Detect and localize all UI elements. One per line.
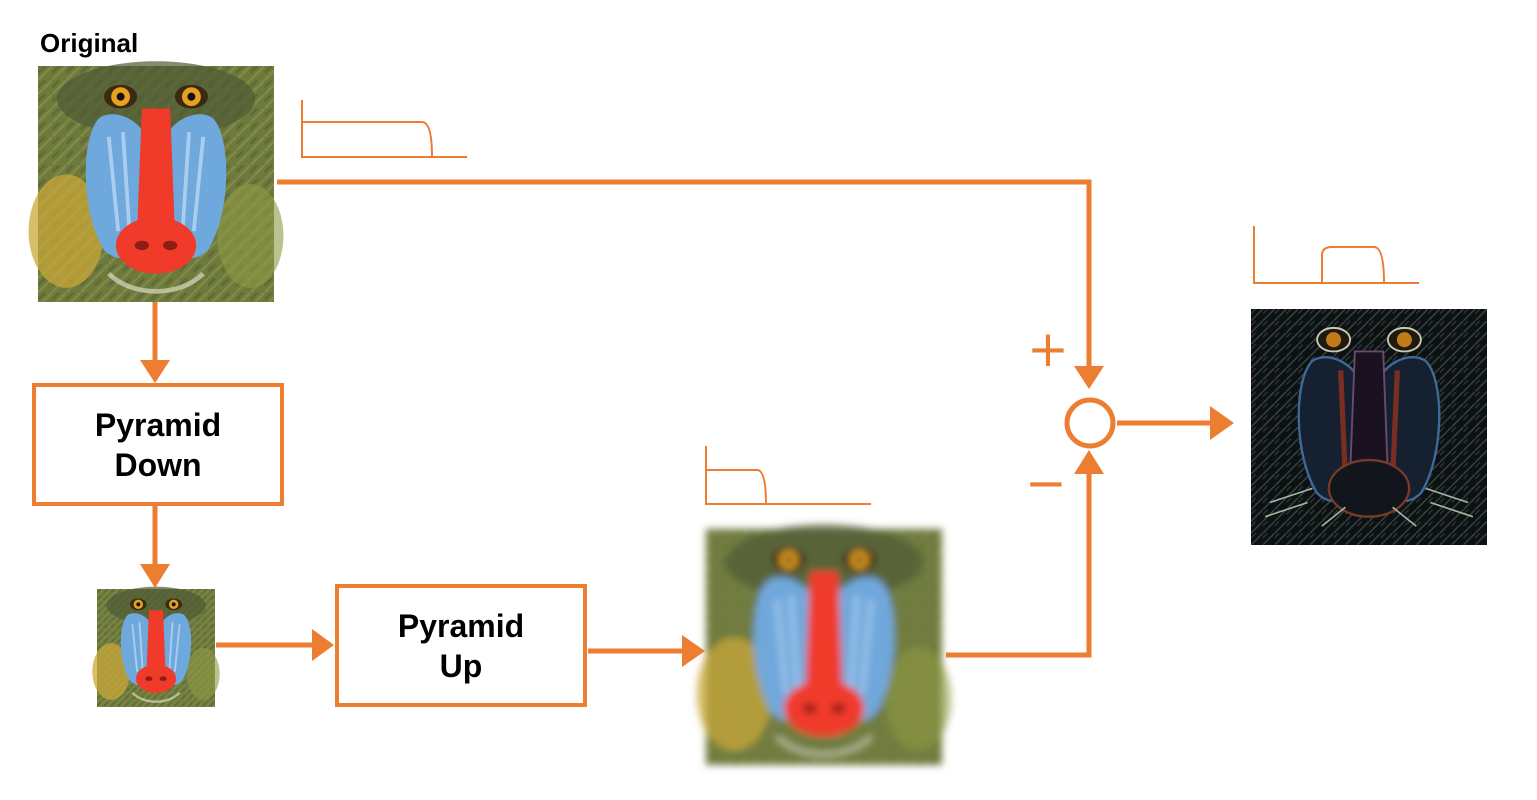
original-to-sum-line xyxy=(277,179,1092,368)
arrowhead-down-1 xyxy=(140,360,170,383)
pyramid-up-block: Pyramid Up xyxy=(335,584,587,707)
original-label: Original xyxy=(40,28,139,58)
downsampled-image xyxy=(91,585,221,709)
pyramid-down-block: Pyramid Down xyxy=(32,383,284,506)
laplacian-result-image xyxy=(1251,309,1487,545)
plus-sign: + xyxy=(1027,320,1069,378)
arrowhead-right-2 xyxy=(682,635,705,667)
arrowhead-sum-top xyxy=(1074,366,1104,389)
summing-junction xyxy=(1064,397,1116,449)
pyramid-up-label-line2: Up xyxy=(439,647,483,684)
arrowheads xyxy=(140,360,1234,667)
arrowhead-sum-bottom xyxy=(1074,450,1104,474)
lowpass-wide-response-icon xyxy=(301,100,467,158)
upsampled-image xyxy=(697,524,952,765)
arrowhead-right-3 xyxy=(1210,406,1234,440)
pyramid-down-label-line2: Down xyxy=(114,446,202,483)
arrowhead-right-1 xyxy=(312,629,334,661)
pyramid-down-label-line1: Pyramid xyxy=(94,406,222,443)
pyramid-up-label-line1: Pyramid xyxy=(397,607,525,644)
original-image xyxy=(29,61,284,302)
lowpass-narrow-response-icon xyxy=(705,446,871,505)
bandpass-response-icon xyxy=(1253,226,1419,284)
connectors xyxy=(152,179,1212,658)
arrowhead-down-2 xyxy=(140,564,170,588)
minus-sign: − xyxy=(1025,454,1067,512)
upsampled-to-sum-line xyxy=(946,472,1092,658)
